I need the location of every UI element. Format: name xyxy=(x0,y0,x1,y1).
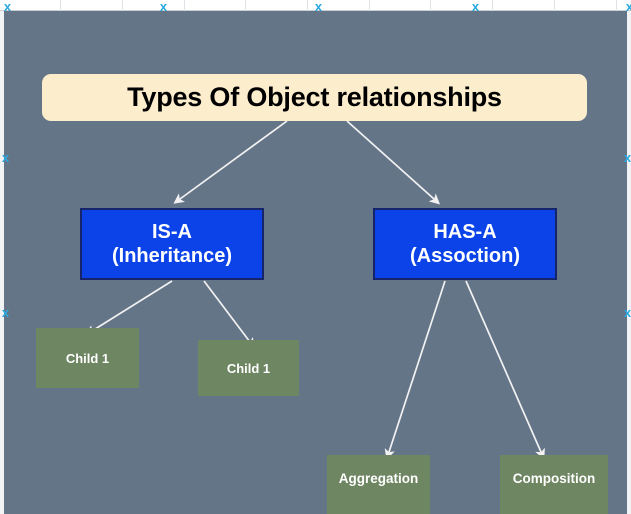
ruler-tick xyxy=(245,0,246,11)
ruler-tick xyxy=(60,0,61,11)
ruler-tick xyxy=(430,0,431,11)
node-has-a-line1: HAS-A xyxy=(433,220,497,243)
node-is-a[interactable]: IS-A (Inheritance) xyxy=(80,208,264,280)
handle-top-4[interactable]: x xyxy=(471,0,480,14)
ruler-tick xyxy=(307,0,308,11)
node-has-a[interactable]: HAS-A (Assoction) xyxy=(373,208,557,280)
handle-top-1[interactable]: x xyxy=(3,0,12,14)
node-is-a-child-2-label: Child 1 xyxy=(226,360,271,376)
handle-left-low[interactable]: x xyxy=(1,305,10,320)
slide-edge-right xyxy=(627,11,631,514)
handle-top-2[interactable]: x xyxy=(159,0,168,14)
node-has-a-line2: (Assoction) xyxy=(410,245,520,267)
node-title-label: Types Of Object relationships xyxy=(127,82,502,112)
slide-edge-left xyxy=(0,11,4,514)
node-is-a-child-1[interactable]: Child 1 xyxy=(36,328,139,388)
ruler-tick xyxy=(122,0,123,11)
handle-left-mid[interactable]: x xyxy=(1,150,10,165)
node-composition[interactable]: Composition xyxy=(500,455,608,514)
handle-right-low[interactable]: x xyxy=(623,305,631,320)
handle-top-3[interactable]: x xyxy=(314,0,323,14)
handle-top-5[interactable]: x xyxy=(625,0,631,14)
node-aggregation[interactable]: Aggregation xyxy=(327,455,430,514)
ruler-tick xyxy=(369,0,370,11)
ruler-strip[interactable] xyxy=(0,0,631,11)
ruler-tick xyxy=(616,0,617,11)
node-aggregation-label: Aggregation xyxy=(338,471,419,486)
node-is-a-child-2[interactable]: Child 1 xyxy=(198,340,299,396)
ruler-tick xyxy=(184,0,185,11)
node-is-a-child-1-label: Child 1 xyxy=(65,350,110,366)
handle-right-mid[interactable]: x xyxy=(623,150,631,165)
node-composition-label: Composition xyxy=(512,471,596,486)
node-title-types-of-object-relationships[interactable]: Types Of Object relationships xyxy=(42,74,587,121)
ruler-tick xyxy=(492,0,493,11)
node-is-a-line2: (Inheritance) xyxy=(111,245,233,267)
node-is-a-line1: IS-A xyxy=(152,220,192,243)
ruler-tick xyxy=(554,0,555,11)
